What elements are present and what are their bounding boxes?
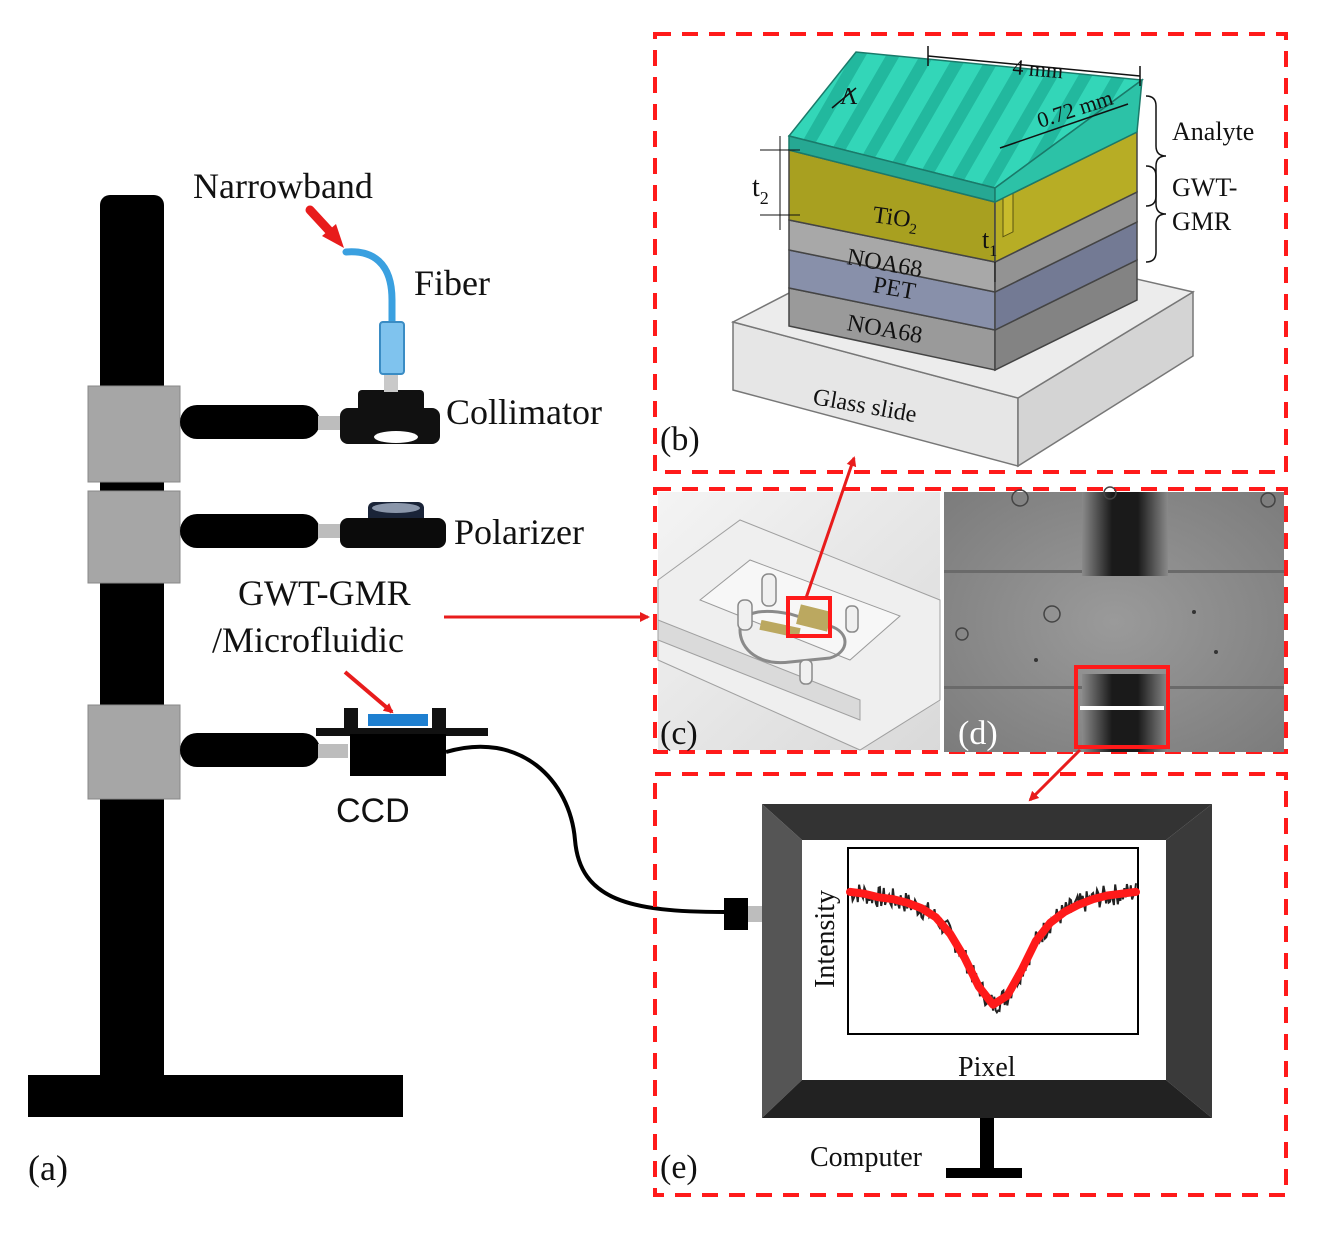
clamp-collimator: [87, 385, 181, 483]
stand-base: [28, 1075, 403, 1117]
label-ccd: CCD: [336, 792, 410, 830]
dim-t2: t2: [752, 172, 769, 208]
arm-ccd: [180, 733, 320, 767]
chart-series-fit-line: [846, 887, 1140, 1009]
usb-cable: [445, 744, 725, 914]
microfluidic-chip: [657, 456, 941, 751]
label-analyte: Analyte: [1172, 117, 1254, 146]
dim-t1: t1: [982, 225, 997, 260]
label-polarizer: Polarizer: [454, 512, 584, 552]
label-microfluidic: /Microfluidic: [212, 620, 404, 660]
layer-structure: [730, 46, 1195, 468]
stand-pole: [100, 195, 164, 1085]
label-tio2: TiO2: [871, 202, 920, 238]
clamp-polarizer: [87, 490, 181, 584]
microscope-image: [944, 486, 1284, 802]
frame-e: [653, 772, 1288, 1197]
frame-cd: [653, 487, 1288, 754]
panel-label-e: (e): [660, 1149, 698, 1186]
label-collimator: Collimator: [446, 392, 602, 432]
arm-polarizer: [180, 514, 320, 548]
label-computer: Computer: [810, 1142, 923, 1173]
label-narrowband: Narrowband: [193, 166, 373, 206]
panel-label-c: (c): [660, 715, 698, 752]
dim-period: Λ: [840, 84, 858, 110]
label-gwt-gmr-b1: GWT-: [1172, 173, 1237, 202]
narrowband-arrow: [305, 205, 344, 248]
dim-width: 4 mm: [1012, 54, 1065, 83]
ccd-camera: [316, 708, 488, 776]
label-fiber: Fiber: [414, 263, 490, 303]
chart-ylabel: Intensity: [810, 890, 841, 988]
sample-arrow: [343, 670, 394, 714]
chart-xlabel: Pixel: [958, 1052, 1016, 1083]
panel-label-b: (b): [660, 421, 700, 458]
label-gwt-gmr: GWT-GMR: [238, 573, 411, 613]
polarizer: [340, 502, 446, 548]
collimator: [340, 372, 440, 444]
image-selection: [1074, 665, 1170, 749]
frame-b: [653, 32, 1288, 474]
arm-collimator: [180, 405, 320, 439]
chart-series-group: [846, 883, 1140, 1015]
microfluidic-sample: [368, 714, 428, 726]
intensity-chart: [846, 847, 1140, 1035]
label-gwt-gmr-b2: GMR: [1172, 207, 1232, 236]
fiber: [342, 248, 405, 375]
panel-label-d: (d): [958, 715, 998, 752]
panel-label-a: (a): [28, 1148, 68, 1188]
clamp-ccd: [87, 704, 181, 800]
chip-selection: [786, 596, 832, 638]
optical-stand: [28, 195, 725, 1117]
